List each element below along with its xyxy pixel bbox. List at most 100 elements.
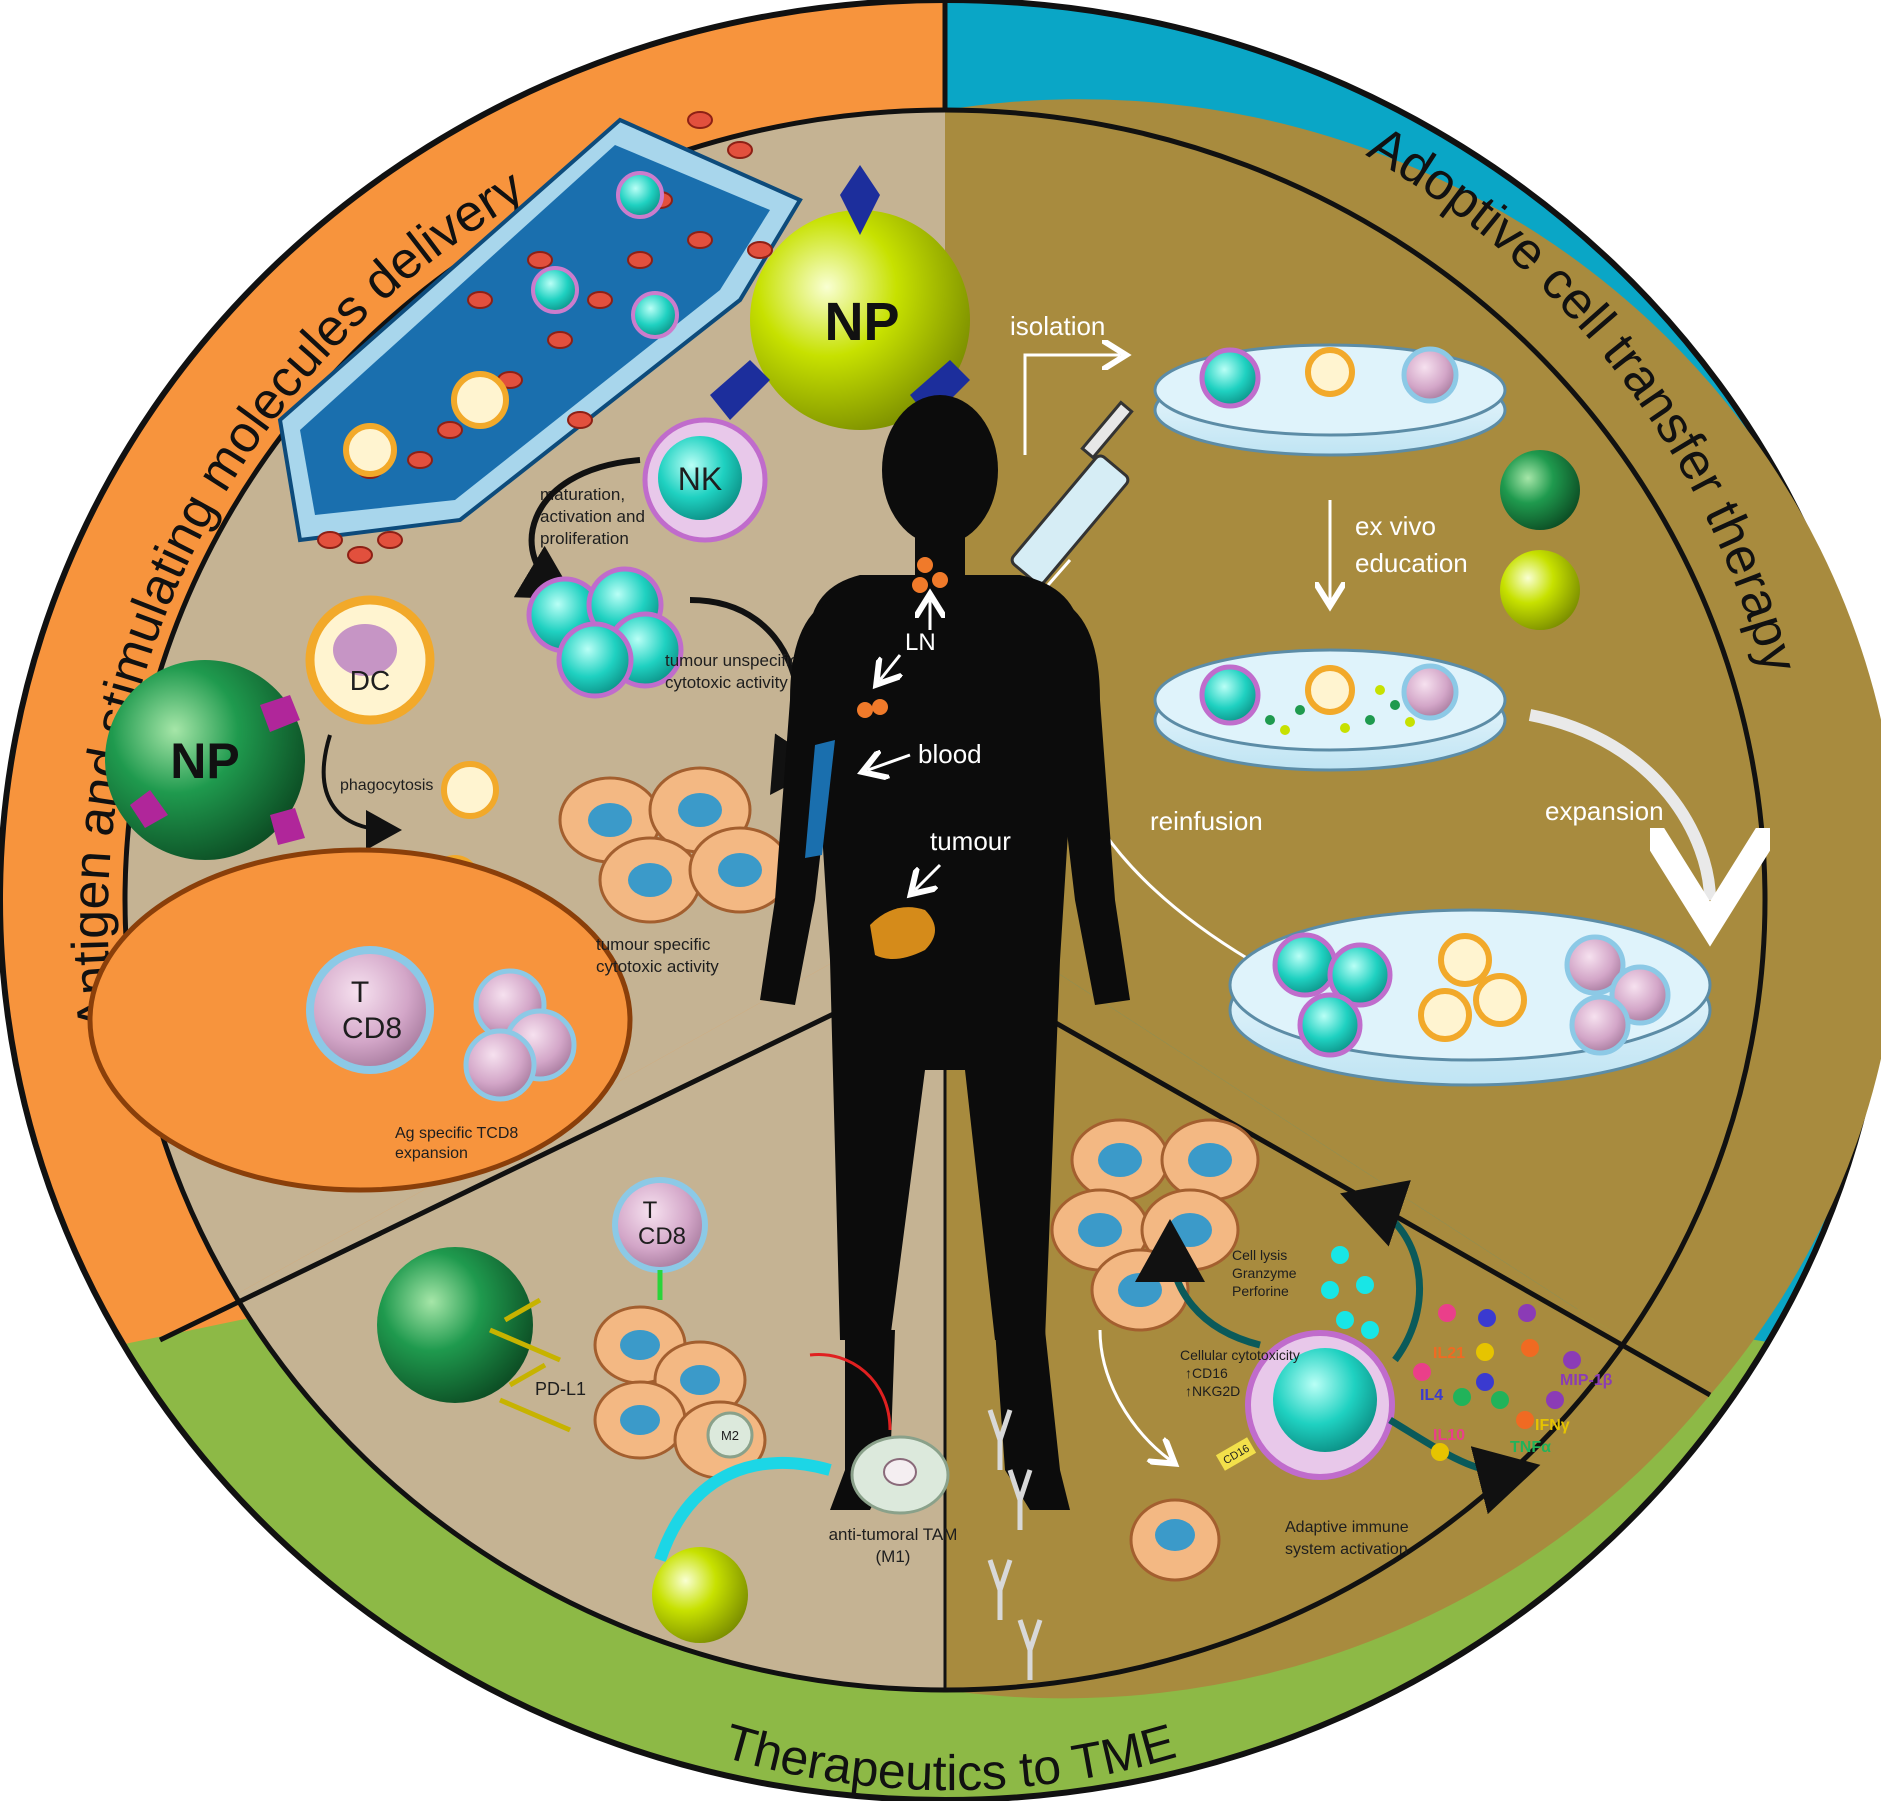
reinfusion-label: reinfusion [1150,806,1263,836]
tcd8-membrane [306,946,434,1074]
head [882,395,998,545]
tam-nucleus [883,1458,917,1486]
cyto-line-1: Cellular cytotoxicity [1180,1347,1300,1363]
tam-line-2: (M1) [876,1547,911,1566]
ex-vivo-line-1: ex vivo [1355,511,1436,541]
tumour-label: tumour [930,826,1011,856]
divider-left [158,957,947,1343]
panel-tme-left [235,900,945,1690]
nk-nucleus [658,436,742,520]
ln-label: LN [905,629,936,656]
blood-vessel-arm [805,740,835,858]
np-top-ligand [710,360,770,420]
nk-cluster [526,566,684,699]
cytokine-label: TNFα [1510,1439,1551,1456]
right-leg [995,1330,1070,1510]
np-top: NP [710,165,970,430]
vessel-cyan-cell [531,266,579,314]
isolation-label: isolation [1010,311,1105,341]
np-top-ligand [840,165,880,235]
human-silhouette [760,395,1130,1510]
unspecific-line-1: tumour unspecific [665,651,799,670]
cytokine-dots [1413,1304,1581,1461]
tam-m1: anti-tumoral TAM (M1) [829,1435,958,1566]
antibodies-scatter [987,1409,1043,1680]
vessel-dc-cell [451,371,509,429]
maturation-line-3: proliferation [540,529,629,548]
specific-line-1: tumour specific [596,935,711,954]
maturation-arrow [513,457,641,600]
ex-vivo-line-2: education [1355,548,1468,578]
vessel-cyan-cell [631,291,679,339]
expansion-arrow [1528,709,1710,900]
dish-top [1153,343,1507,457]
isolation-arrow [1023,355,1120,455]
np-top-label: NP [824,292,899,352]
np-top-sphere [750,210,970,430]
vessel-lumen [300,145,770,515]
repolarization-arrow [654,1456,832,1562]
lymph-node: T CD8 Ag specific TCD8 expansion [87,847,633,1193]
maturation-line-2: activation and [540,507,645,526]
tumour-cell-opsonized [1129,1498,1221,1582]
tam-inhibition [809,1352,892,1431]
activation-arrow [1388,1416,1541,1515]
nk-label: NK [678,461,722,497]
np-tme-yellow [652,1547,748,1643]
cytotoxicity-arrow [1135,1219,1261,1349]
phagocytosis-label: phagocytosis [340,777,433,794]
np-education-green [1500,450,1580,530]
m2-macrophage [706,1411,754,1459]
np-left: NP [105,660,305,860]
lysis-line-1: Cell lysis [1232,1247,1287,1263]
adcc-arrow [1098,1329,1170,1460]
divider-right [943,957,1712,1398]
right-arm [1055,600,1130,1005]
ln-arrow-down [880,654,900,680]
dc-cell: DC [305,595,435,725]
dish-bottom [1228,908,1712,1087]
cytokine-label: IFNγ [1535,1417,1570,1434]
lysis-line-3: Perforine [1232,1283,1289,1299]
tumour-cluster-tme: M2 [593,1305,767,1480]
syringe [998,400,1134,641]
unspecific-line-2: cytotoxic activity [665,673,788,692]
dc-label: DC [350,665,390,696]
adaptive-line-2: system activation [1285,1541,1408,1558]
cyto-line-2: ↑CD16 [1185,1365,1228,1381]
blood-arrow [868,755,911,770]
feedback-arrow [1340,1180,1423,1363]
tumour-arrow [915,863,942,890]
lymph-nodes-body [857,557,948,718]
np-left-ligand [270,808,305,845]
dc-nucleus [333,624,397,676]
np-left-ligand [130,790,168,828]
tcd8-expanded [463,968,577,1102]
expansion-label: expansion [1545,796,1664,826]
cd16-receptor [1215,1437,1257,1471]
nk-cell: NK [642,417,768,543]
tcd8-tme-cd8: CD8 [638,1223,686,1250]
granule-dots [1321,1246,1379,1339]
tam-line-1: anti-tumoral TAM [829,1525,958,1544]
lysis-line-2: Granzyme [1232,1265,1297,1281]
np-left-label: NP [170,733,239,789]
cytokine-label: IL10 [1433,1427,1465,1444]
vessel-cyan-cell [616,171,664,219]
phagocytosis-arrow [321,734,402,850]
tcd8-cd8: CD8 [342,1012,402,1045]
left-arm [760,600,835,1005]
np-left-ligand [260,695,300,732]
tumour-body [870,907,935,959]
cytokine-label: IL21 [1433,1345,1465,1362]
blood-label: blood [918,739,982,769]
dish-middle [1153,648,1507,772]
expansion-line-1: Ag specific TCD8 [395,1125,518,1142]
expansion-line-2: expansion [395,1145,468,1162]
cyto-line-3: ↑NKG2D [1185,1383,1240,1399]
cytokine-label: MIP-1β [1560,1372,1613,1389]
tcd8-t: T [351,976,369,1009]
